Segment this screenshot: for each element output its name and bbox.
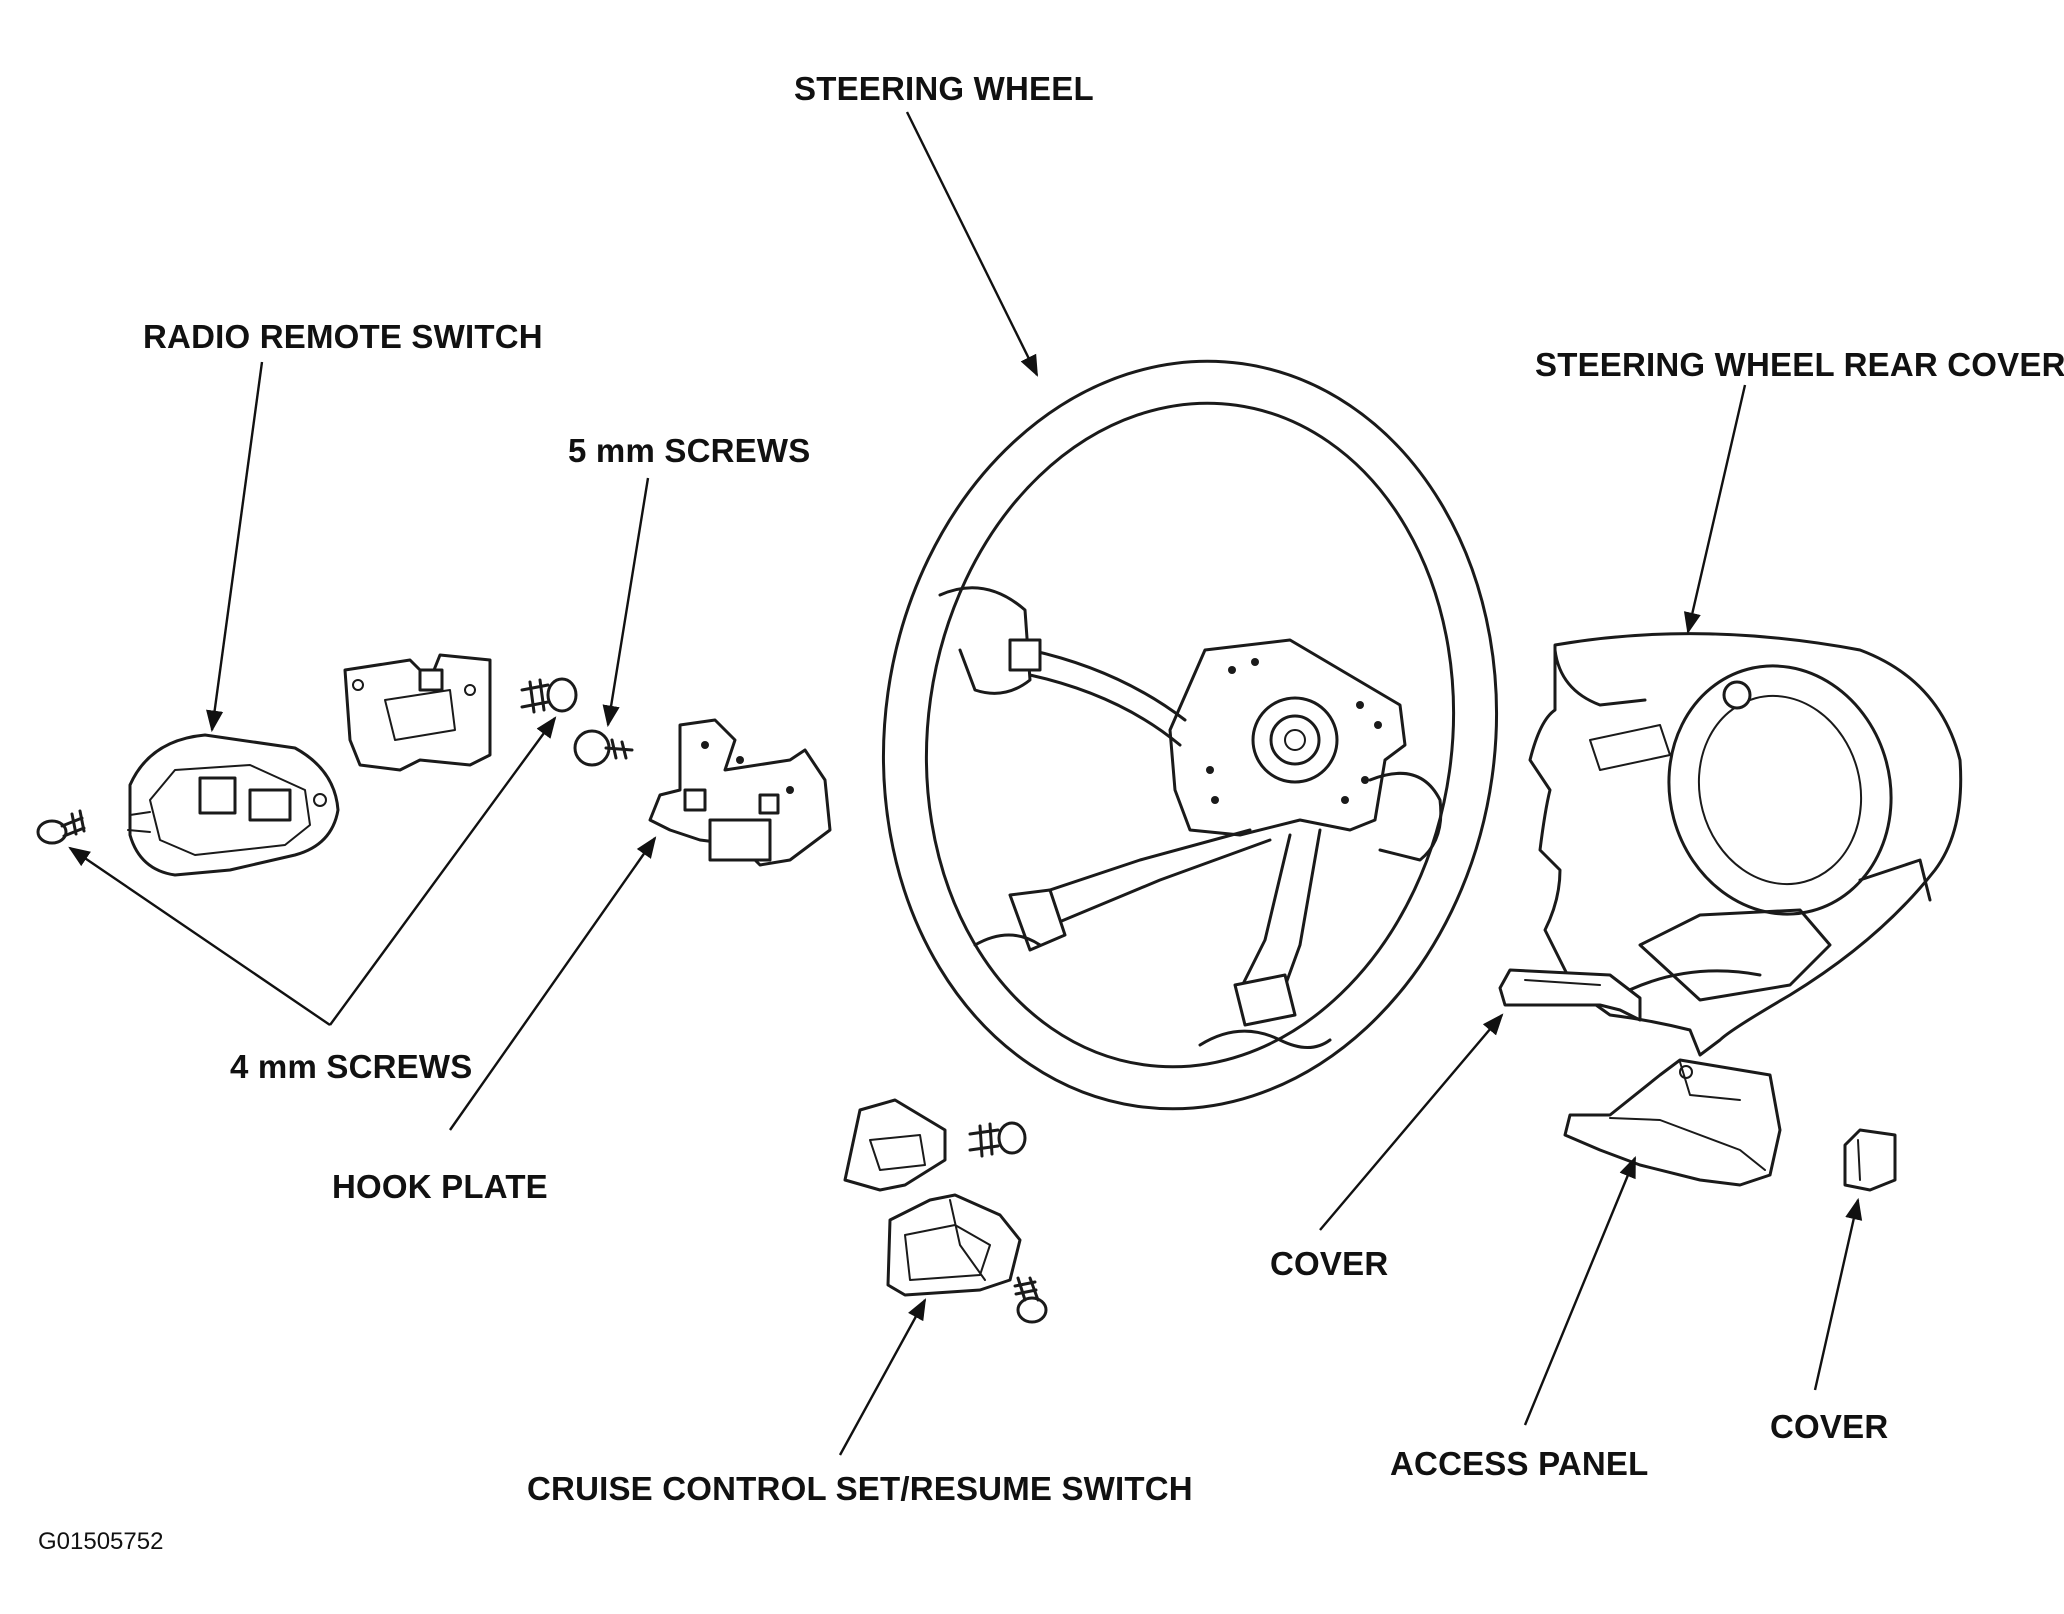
four-mm-screw-right bbox=[520, 677, 578, 714]
cover-right-part bbox=[1843, 1128, 1897, 1192]
leader-cruise-control bbox=[838, 1298, 927, 1456]
hook-plate-part bbox=[648, 718, 832, 867]
access-panel-part bbox=[1563, 1058, 1782, 1187]
four-mm-screw-left bbox=[36, 809, 86, 845]
leader-four-mm-screw-right bbox=[329, 716, 557, 1026]
figure-code: G01505752 bbox=[38, 1528, 164, 1555]
leader-five-mm-screws bbox=[602, 477, 650, 728]
cruise-control-screw-upper bbox=[968, 1121, 1027, 1158]
label-four-mm-screws: 4 mm SCREWS bbox=[230, 1048, 473, 1085]
leader-cover-right bbox=[1813, 1197, 1863, 1391]
leader-radio-remote-switch bbox=[206, 361, 264, 733]
label-hook-plate: HOOK PLATE bbox=[332, 1168, 548, 1205]
label-cruise-control-switch: CRUISE CONTROL SET/RESUME SWITCH bbox=[527, 1470, 1193, 1507]
label-radio-remote-switch: RADIO REMOTE SWITCH bbox=[143, 318, 543, 355]
leader-access-panel bbox=[1523, 1156, 1637, 1426]
cruise-control-switch-part bbox=[886, 1193, 1022, 1297]
label-access-panel: ACCESS PANEL bbox=[1390, 1445, 1649, 1482]
label-five-mm-screws: 5 mm SCREWS bbox=[568, 432, 811, 469]
cruise-control-bracket bbox=[843, 1098, 947, 1192]
radio-switch-bracket bbox=[343, 653, 492, 772]
leader-steering-wheel bbox=[905, 111, 1039, 377]
radio-remote-switch-part bbox=[127, 733, 340, 877]
leader-cover-left bbox=[1319, 1013, 1504, 1231]
leader-four-mm-screw-left bbox=[68, 846, 331, 1026]
cover-left-part bbox=[1498, 968, 1642, 1022]
label-steering-wheel: STEERING WHEEL bbox=[794, 70, 1094, 107]
label-steering-wheel-rear-cover: STEERING WHEEL REAR COVER bbox=[1535, 346, 2064, 383]
leader-rear-cover bbox=[1683, 384, 1747, 635]
five-mm-screw bbox=[573, 729, 634, 767]
steering-wheel-part bbox=[881, 359, 1499, 1111]
label-cover-left: COVER bbox=[1270, 1245, 1389, 1282]
leader-lines bbox=[68, 111, 1863, 1456]
cruise-control-screw-lower bbox=[1013, 1276, 1048, 1324]
leader-hook-plate bbox=[449, 836, 657, 1131]
steering-wheel-rear-cover-part bbox=[1528, 632, 1963, 1057]
label-cover-right: COVER bbox=[1770, 1408, 1889, 1445]
